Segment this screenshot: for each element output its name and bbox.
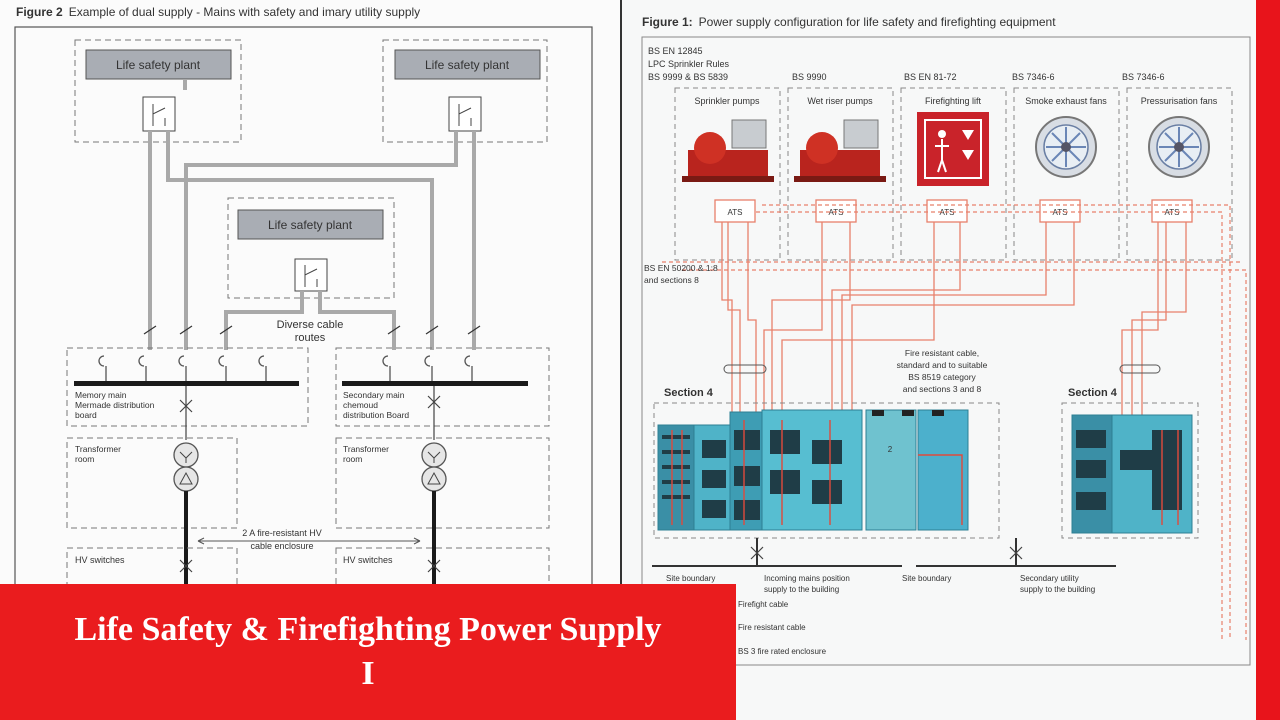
hv-switch-right-label: HV switches <box>343 555 393 565</box>
section-left-enclosure <box>653 402 1000 539</box>
main-switchboard-right <box>1071 414 1193 534</box>
equipment-label-1: Sprinkler pumps <box>694 96 760 106</box>
standard-header-2: LPC Sprinkler Rules <box>648 59 730 69</box>
right-figure-title: Power supply configuration for life safe… <box>698 15 1056 29</box>
fire-cable-label-1: 2 A fire-resistant HV <box>242 528 322 538</box>
transformer-right-label-1: Transformer <box>343 444 389 454</box>
standard-side-label-2: and sections 8 <box>644 275 699 285</box>
sprinkler-pump-icon <box>682 119 774 182</box>
standard-code-3: BS 7346-6 <box>1012 72 1055 82</box>
cable-route-label-1: Diverse cable <box>277 319 344 331</box>
board-right-label-3: distribution Board <box>343 410 409 420</box>
right-figure-number: Figure 1: <box>642 15 693 29</box>
equipment-column-5 <box>1126 87 1233 261</box>
left-figure-caption: Figure 2 Example of dual supply - Mains w… <box>16 5 420 19</box>
plant-enclosure-3 <box>227 197 395 299</box>
lower-note-3: BS 3 fire rated enclosure <box>738 647 827 656</box>
main-distribution-board-right <box>335 347 550 427</box>
dual-supply-diagram: Life safety plant Life safety plant Life… <box>14 26 593 590</box>
plant-label-1: Life safety plant <box>116 58 201 72</box>
site-boundary-label-right: Site boundary <box>902 574 951 583</box>
main-switchboard-left: 2 <box>657 409 969 531</box>
board-right-label-2: chemoud <box>343 400 378 410</box>
fire-cable-label-3: BS 8519 category <box>908 372 976 382</box>
plant-enclosure-1 <box>74 39 242 143</box>
fire-cable-label-1: Fire resistant cable, <box>905 348 979 358</box>
board-left-label-2: Mermade distribution <box>75 400 155 410</box>
equipment-column-2 <box>787 87 894 261</box>
busbar-left <box>74 381 299 386</box>
left-figure-number: Figure 2 <box>16 5 63 19</box>
busbar-right <box>342 381 528 386</box>
board-left-label-3: board <box>75 410 97 420</box>
equipment-column-3 <box>900 87 1007 261</box>
hv-switch-room-left <box>66 547 238 589</box>
equipment-column-1 <box>674 87 781 261</box>
main-distribution-board-left <box>66 347 309 427</box>
fire-cable-label-4: and sections 3 and 8 <box>903 384 982 394</box>
right-figure-caption: Figure 1: Power supply configuration for … <box>642 15 1056 29</box>
plant-label-3: Life safety plant <box>268 218 353 232</box>
lower-note-2: Fire resistant cable <box>738 623 806 632</box>
transformer-symbols <box>173 442 447 492</box>
pressurisation-fan-icon <box>1148 116 1210 178</box>
fire-resistant-cables <box>721 222 1187 430</box>
right-edge-accent <box>1256 0 1280 720</box>
incoming-mains-label-1: Incoming mains position <box>764 574 850 583</box>
incoming-mains-label-2: supply to the building <box>764 585 839 594</box>
life-safety-supply-diagram: BS EN 12845 LPC Sprinkler Rules BS 9999 … <box>641 36 1251 666</box>
standard-header-3: BS 9999 & BS 5839 <box>648 72 728 82</box>
equipment-label-4: Smoke exhaust fans <box>1025 96 1107 106</box>
fire-cable-label-2: standard and to suitable <box>897 360 988 370</box>
standard-side-label-1: BS EN 50200 & 1:8 <box>644 263 718 273</box>
standard-code-4: BS 7346-6 <box>1122 72 1165 82</box>
smoke-exhaust-fan-icon <box>1035 116 1097 178</box>
ats-label-1: ATS <box>728 208 743 217</box>
standard-code-1: BS 9990 <box>792 72 827 82</box>
board-right-label-1: Secondary main <box>343 390 405 400</box>
switchboard-panel-marker: 2 <box>888 445 893 454</box>
lower-note-1: Firefight cable <box>738 600 789 609</box>
wet-riser-pump-icon <box>794 119 886 182</box>
secondary-utility-label-1: Secondary utility <box>1020 574 1079 583</box>
title-banner: Life Safety & Firefighting Power Supply … <box>0 584 736 720</box>
equipment-label-5: Pressurisation fans <box>1141 96 1218 106</box>
diverse-cable-routes <box>148 80 476 350</box>
equipment-label-2: Wet riser pumps <box>807 96 873 106</box>
cable-route-label-2: routes <box>295 332 326 344</box>
transformer-room-left <box>66 437 238 529</box>
section-left-label: Section 4 <box>664 387 714 399</box>
transformer-room-right <box>335 437 550 529</box>
board-left-label-1: Memory main <box>75 390 127 400</box>
left-figure-title: Example of dual supply - Mains with safe… <box>68 5 421 19</box>
plant-label-2: Life safety plant <box>425 58 510 72</box>
hv-switch-room-right <box>335 547 550 589</box>
transformer-right-label-2: room <box>343 454 362 464</box>
banner-title: Life Safety & Firefighting Power Supply … <box>74 611 662 692</box>
plant-enclosure-2 <box>382 39 548 143</box>
standard-header-1: BS EN 12845 <box>648 46 703 56</box>
equipment-label-3: Firefighting lift <box>925 96 982 106</box>
standard-code-2: BS EN 81-72 <box>904 72 957 82</box>
firefighting-lift-icon <box>917 112 989 186</box>
transformer-left-label-1: Transformer <box>75 444 121 454</box>
equipment-column-4 <box>1013 87 1120 261</box>
secondary-utility-label-2: supply to the building <box>1020 585 1095 594</box>
section-right-label: Section 4 <box>1068 387 1118 399</box>
hv-switch-left-label: HV switches <box>75 555 125 565</box>
section-right-enclosure <box>1061 402 1199 539</box>
fire-cable-label-2: cable enclosure <box>250 541 313 551</box>
transformer-left-label-2: room <box>75 454 94 464</box>
site-boundary-label-left: Site boundary <box>666 574 715 583</box>
